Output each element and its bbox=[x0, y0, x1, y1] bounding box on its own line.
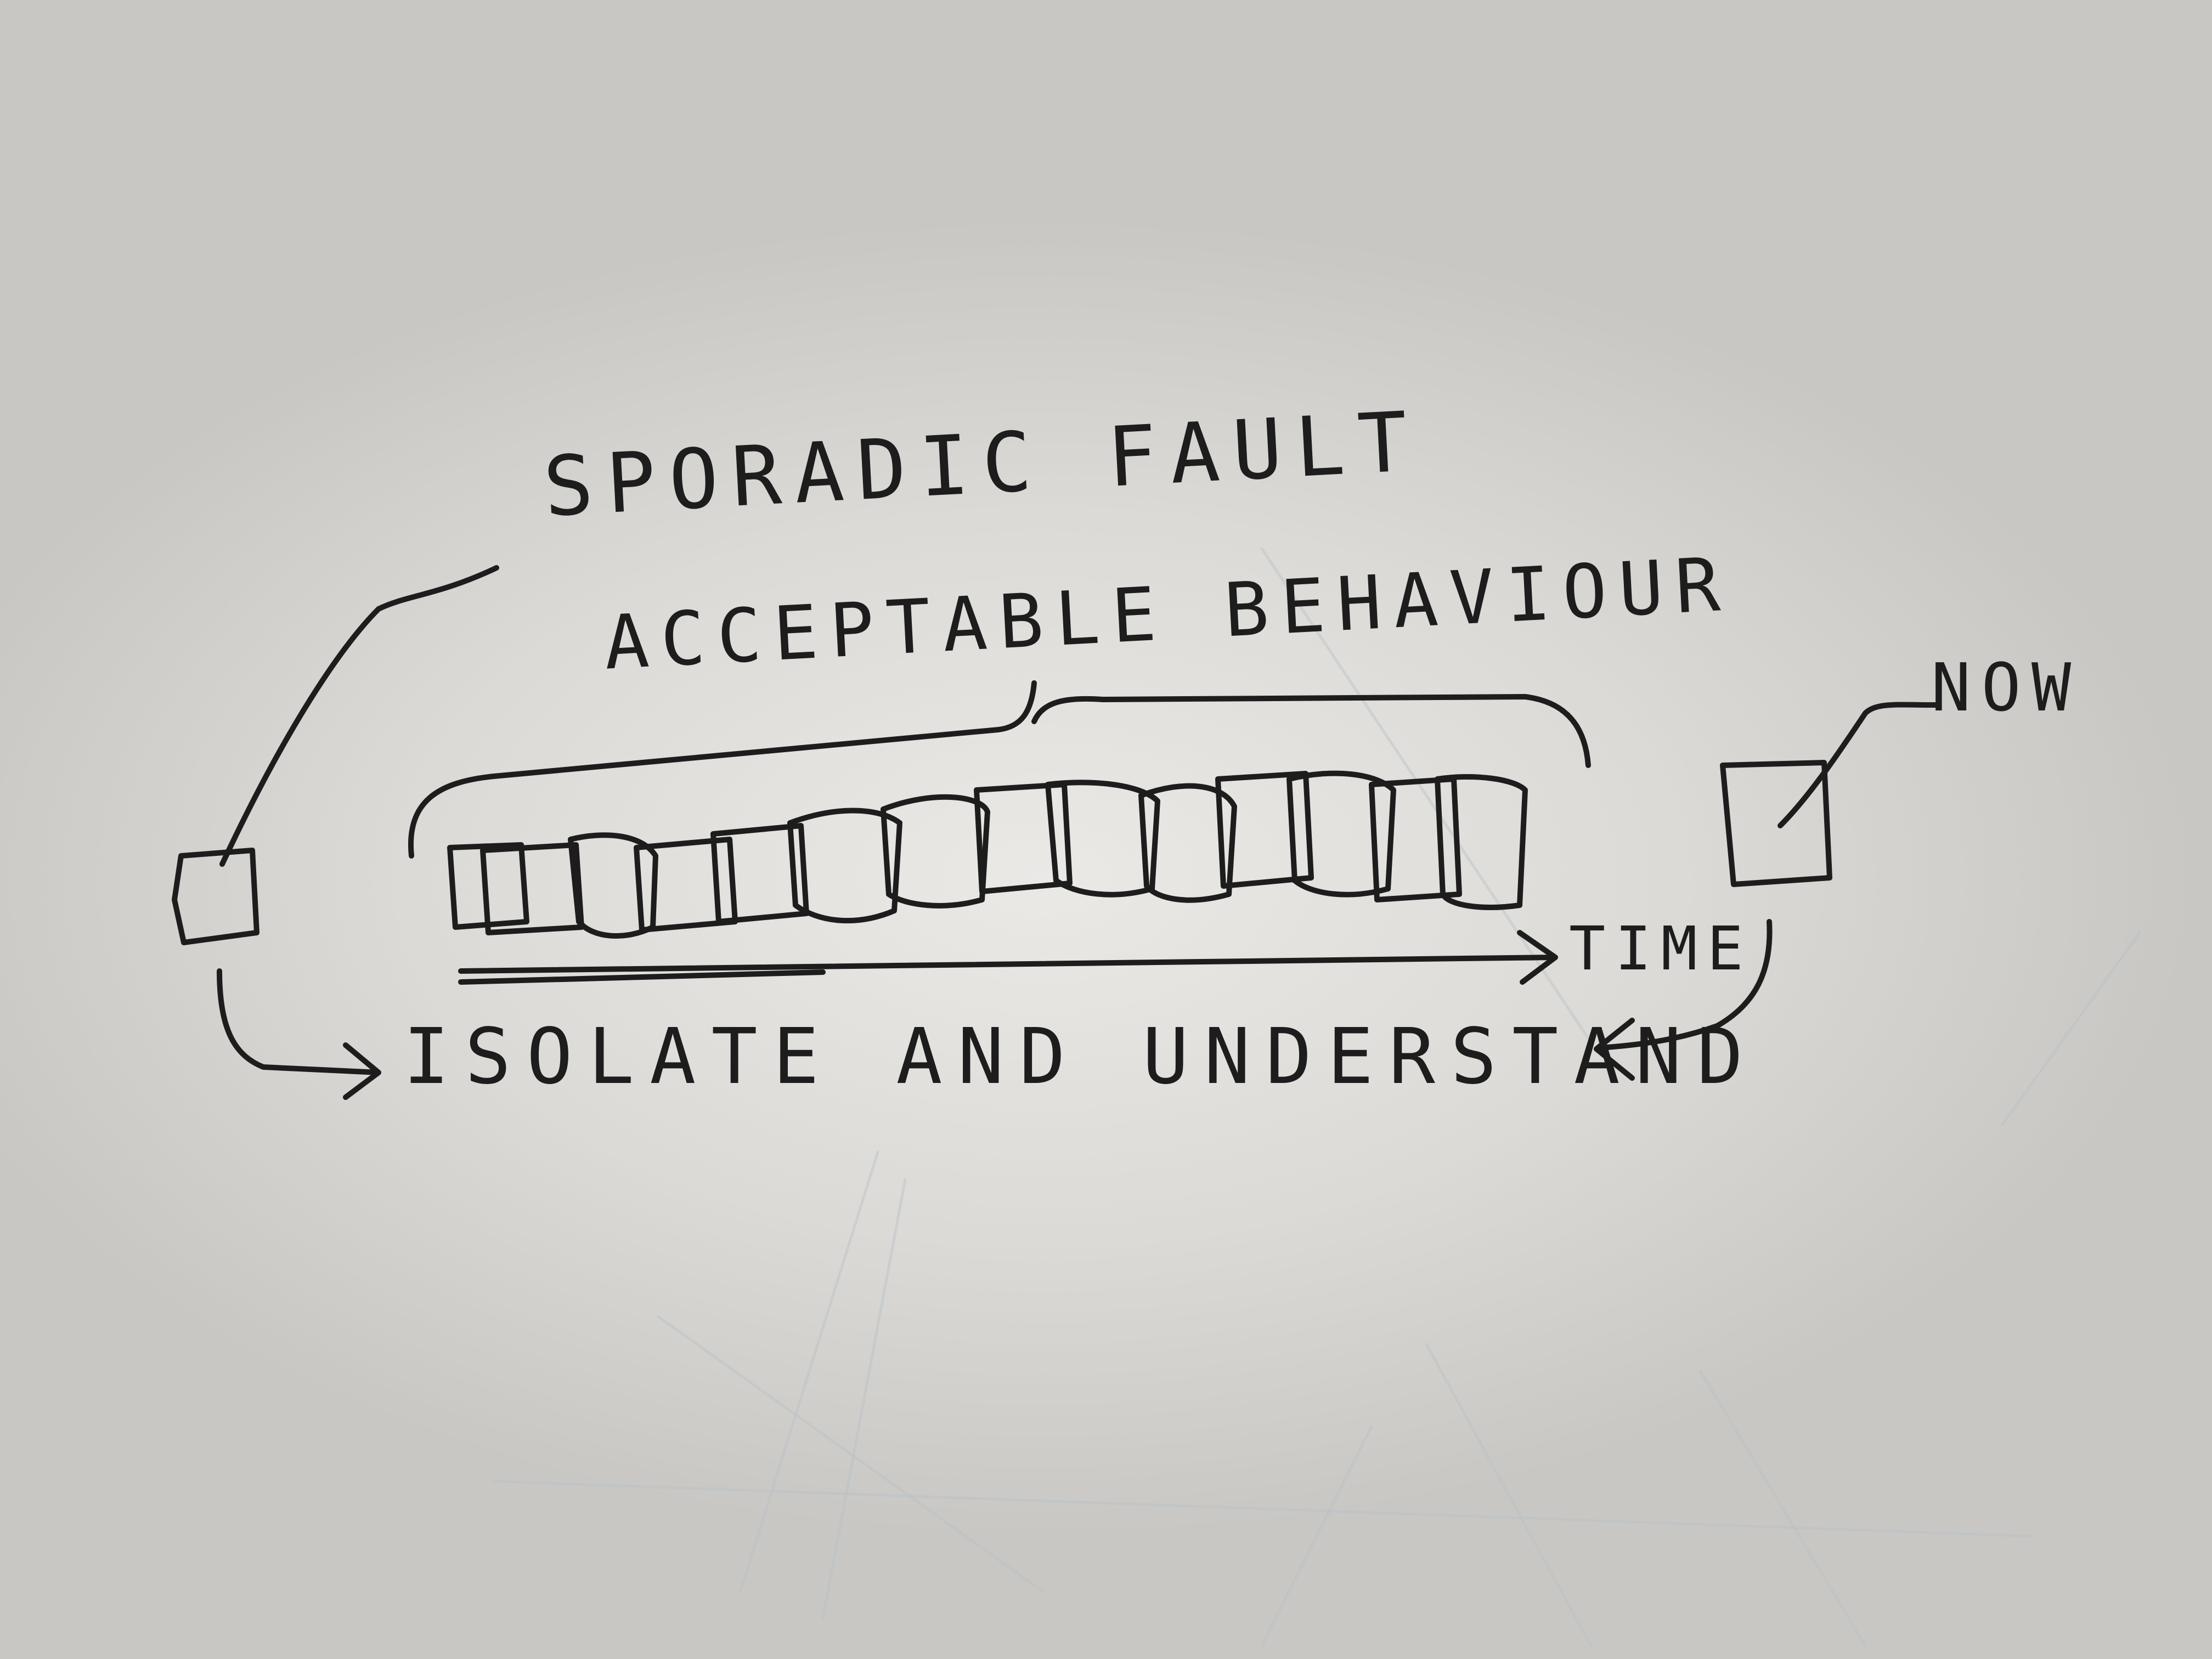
isolate-arrow-right bbox=[1594, 919, 1773, 1081]
time-label: TIME bbox=[1569, 913, 1753, 984]
acceptable-brace bbox=[408, 680, 1591, 859]
isolate-arrow-left bbox=[217, 968, 381, 1100]
now-leader-line bbox=[1778, 702, 1939, 828]
fault-leader-line bbox=[219, 565, 499, 867]
now-label: NOW bbox=[1931, 650, 2082, 726]
fault-box-left bbox=[172, 848, 259, 945]
isolate-and-understand-label: ISOLATE AND UNDERSTAND bbox=[403, 1012, 1759, 1102]
time-axis-arrow bbox=[458, 930, 1558, 985]
behaviour-boxes bbox=[447, 770, 1528, 939]
time-axis-underline bbox=[458, 969, 826, 985]
fault-box-now bbox=[1720, 760, 1832, 887]
